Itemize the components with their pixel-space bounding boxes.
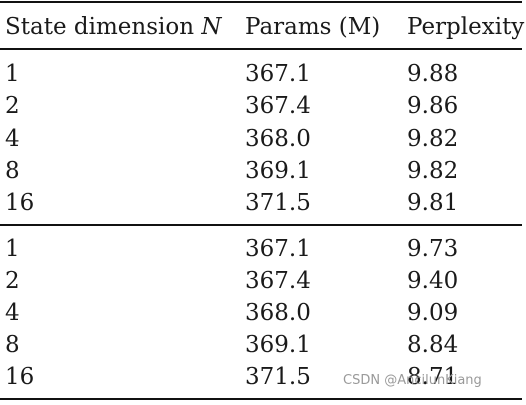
g1-row5-n: 16 bbox=[5, 190, 35, 216]
g1-row1-params: 367.1 bbox=[245, 61, 311, 87]
header-state-dimension-symbol: N bbox=[201, 14, 222, 40]
g2-row4-params: 369.1 bbox=[245, 332, 311, 358]
table-top-rule bbox=[0, 1, 522, 3]
g2-row3-n: 4 bbox=[5, 300, 20, 326]
header-divider-rule bbox=[0, 48, 522, 50]
g1-row4-perplexity: 9.82 bbox=[407, 158, 459, 184]
g1-row2-perplexity: 9.86 bbox=[407, 93, 459, 119]
g1-row4-params: 369.1 bbox=[245, 158, 311, 184]
g1-row3-perplexity: 9.82 bbox=[407, 126, 459, 152]
g2-row2-n: 2 bbox=[5, 268, 20, 294]
g1-row4-n: 8 bbox=[5, 158, 20, 184]
g2-row2-perplexity: 9.40 bbox=[407, 268, 459, 294]
g1-row2-n: 2 bbox=[5, 93, 20, 119]
watermark-text: CSDN @AncilunKiang bbox=[343, 373, 482, 388]
header-perplexity: Perplexity bbox=[407, 14, 525, 40]
g2-row4-n: 8 bbox=[5, 332, 20, 358]
g2-row5-params: 371.5 bbox=[245, 364, 311, 390]
g1-row1-perplexity: 9.88 bbox=[407, 61, 459, 87]
group-divider-rule bbox=[0, 224, 522, 226]
g1-row3-params: 368.0 bbox=[245, 126, 311, 152]
g1-row3-n: 4 bbox=[5, 126, 20, 152]
g2-row1-perplexity: 9.73 bbox=[407, 236, 459, 262]
g1-row1-n: 1 bbox=[5, 61, 20, 87]
header-state-dimension-text: State dimension bbox=[5, 14, 202, 40]
g2-row5-n: 16 bbox=[5, 364, 35, 390]
header-params: Params (M) bbox=[245, 14, 381, 40]
g1-row2-params: 367.4 bbox=[245, 93, 311, 119]
header-state-dimension: State dimension N bbox=[5, 12, 221, 42]
g2-row1-n: 1 bbox=[5, 236, 20, 262]
g2-row4-perplexity: 8.84 bbox=[407, 332, 459, 358]
g1-row5-params: 371.5 bbox=[245, 190, 311, 216]
g2-row3-params: 368.0 bbox=[245, 300, 311, 326]
g2-row5-perplexity: 8.71 bbox=[407, 364, 459, 390]
g1-row5-perplexity: 9.81 bbox=[407, 190, 459, 216]
g2-row3-perplexity: 9.09 bbox=[407, 300, 459, 326]
g2-row1-params: 367.1 bbox=[245, 236, 311, 262]
g2-row2-params: 367.4 bbox=[245, 268, 311, 294]
table-bottom-rule bbox=[0, 398, 522, 400]
